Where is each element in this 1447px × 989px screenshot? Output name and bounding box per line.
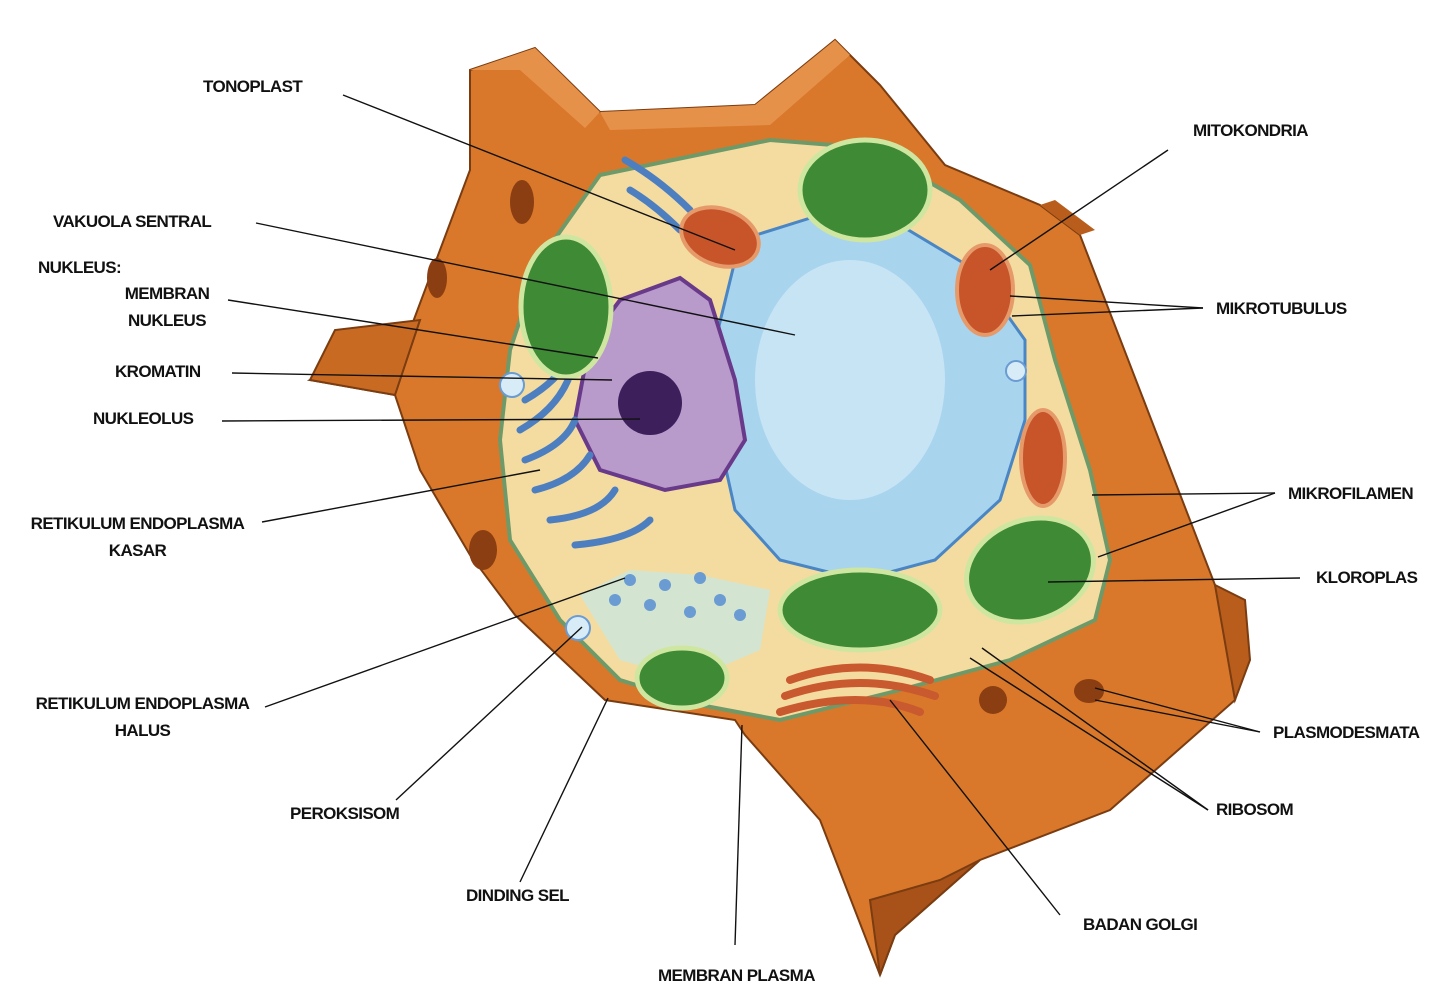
label-ser-line-2: HALUS [20, 717, 265, 744]
label-ser-line-1: RETIKULUM ENDOPLASMA [20, 690, 265, 717]
label-nukleolus: NUKLEOLUS [93, 405, 193, 432]
line-vakuola-sentral [256, 223, 795, 335]
line-ribosom-2 [970, 658, 1208, 810]
line-mikrotubulus-1 [1010, 296, 1203, 308]
line-mikrofilamen-1 [1092, 493, 1275, 495]
line-badan-golgi [890, 700, 1060, 915]
label-peroksisom: PEROKSISOM [290, 800, 399, 827]
label-badan-golgi: BADAN GOLGI [1083, 911, 1197, 938]
label-vakuola-sentral: VAKUOLA SENTRAL [53, 208, 211, 235]
label-mikrotubulus: MIKROTUBULUS [1216, 295, 1347, 322]
line-ribosom-1 [982, 648, 1208, 810]
line-kloroplas [1048, 578, 1300, 582]
line-mikrofilamen-2 [1098, 493, 1275, 557]
label-rer-line-1: RETIKULUM ENDOPLASMA [15, 510, 260, 537]
line-peroksisom [396, 627, 582, 800]
label-tonoplast: TONOPLAST [203, 73, 302, 100]
line-mitokondria [990, 150, 1168, 270]
line-plasmodesmata-1 [1095, 688, 1260, 732]
line-kromatin [232, 373, 612, 380]
line-nukleolus [222, 419, 640, 421]
line-plasmodesmata-2 [1095, 700, 1260, 732]
label-dinding-sel: DINDING SEL [466, 882, 569, 909]
line-membran-plasma [735, 725, 742, 945]
line-tonoplast [343, 95, 735, 250]
label-retikulum-endoplasma-kasar: RETIKULUM ENDOPLASMA KASAR [15, 510, 260, 564]
line-ser [265, 578, 625, 707]
label-ribosom: RIBOSOM [1216, 796, 1293, 823]
label-membran-nukleus-line-2: NUKLEUS [102, 307, 232, 334]
label-membran-nukleus: MEMBRAN NUKLEUS [102, 280, 232, 334]
label-retikulum-endoplasma-halus: RETIKULUM ENDOPLASMA HALUS [20, 690, 265, 744]
label-membran-plasma: MEMBRAN PLASMA [658, 962, 815, 989]
line-dinding-sel [520, 698, 608, 882]
label-membran-nukleus-line-1: MEMBRAN [102, 280, 232, 307]
label-mitokondria: MITOKONDRIA [1193, 117, 1308, 144]
line-membran-nukleus [228, 300, 598, 358]
label-nukleus-heading: NUKLEUS: [38, 254, 121, 281]
label-plasmodesmata: PLASMODESMATA [1273, 719, 1419, 746]
label-mikrofilamen: MIKROFILAMEN [1288, 480, 1413, 507]
label-kloroplas: KLOROPLAS [1316, 564, 1417, 591]
label-kromatin: KROMATIN [115, 358, 201, 385]
label-rer-line-2: KASAR [15, 537, 260, 564]
line-mikrotubulus-2 [1012, 308, 1203, 316]
line-rer [262, 470, 540, 522]
